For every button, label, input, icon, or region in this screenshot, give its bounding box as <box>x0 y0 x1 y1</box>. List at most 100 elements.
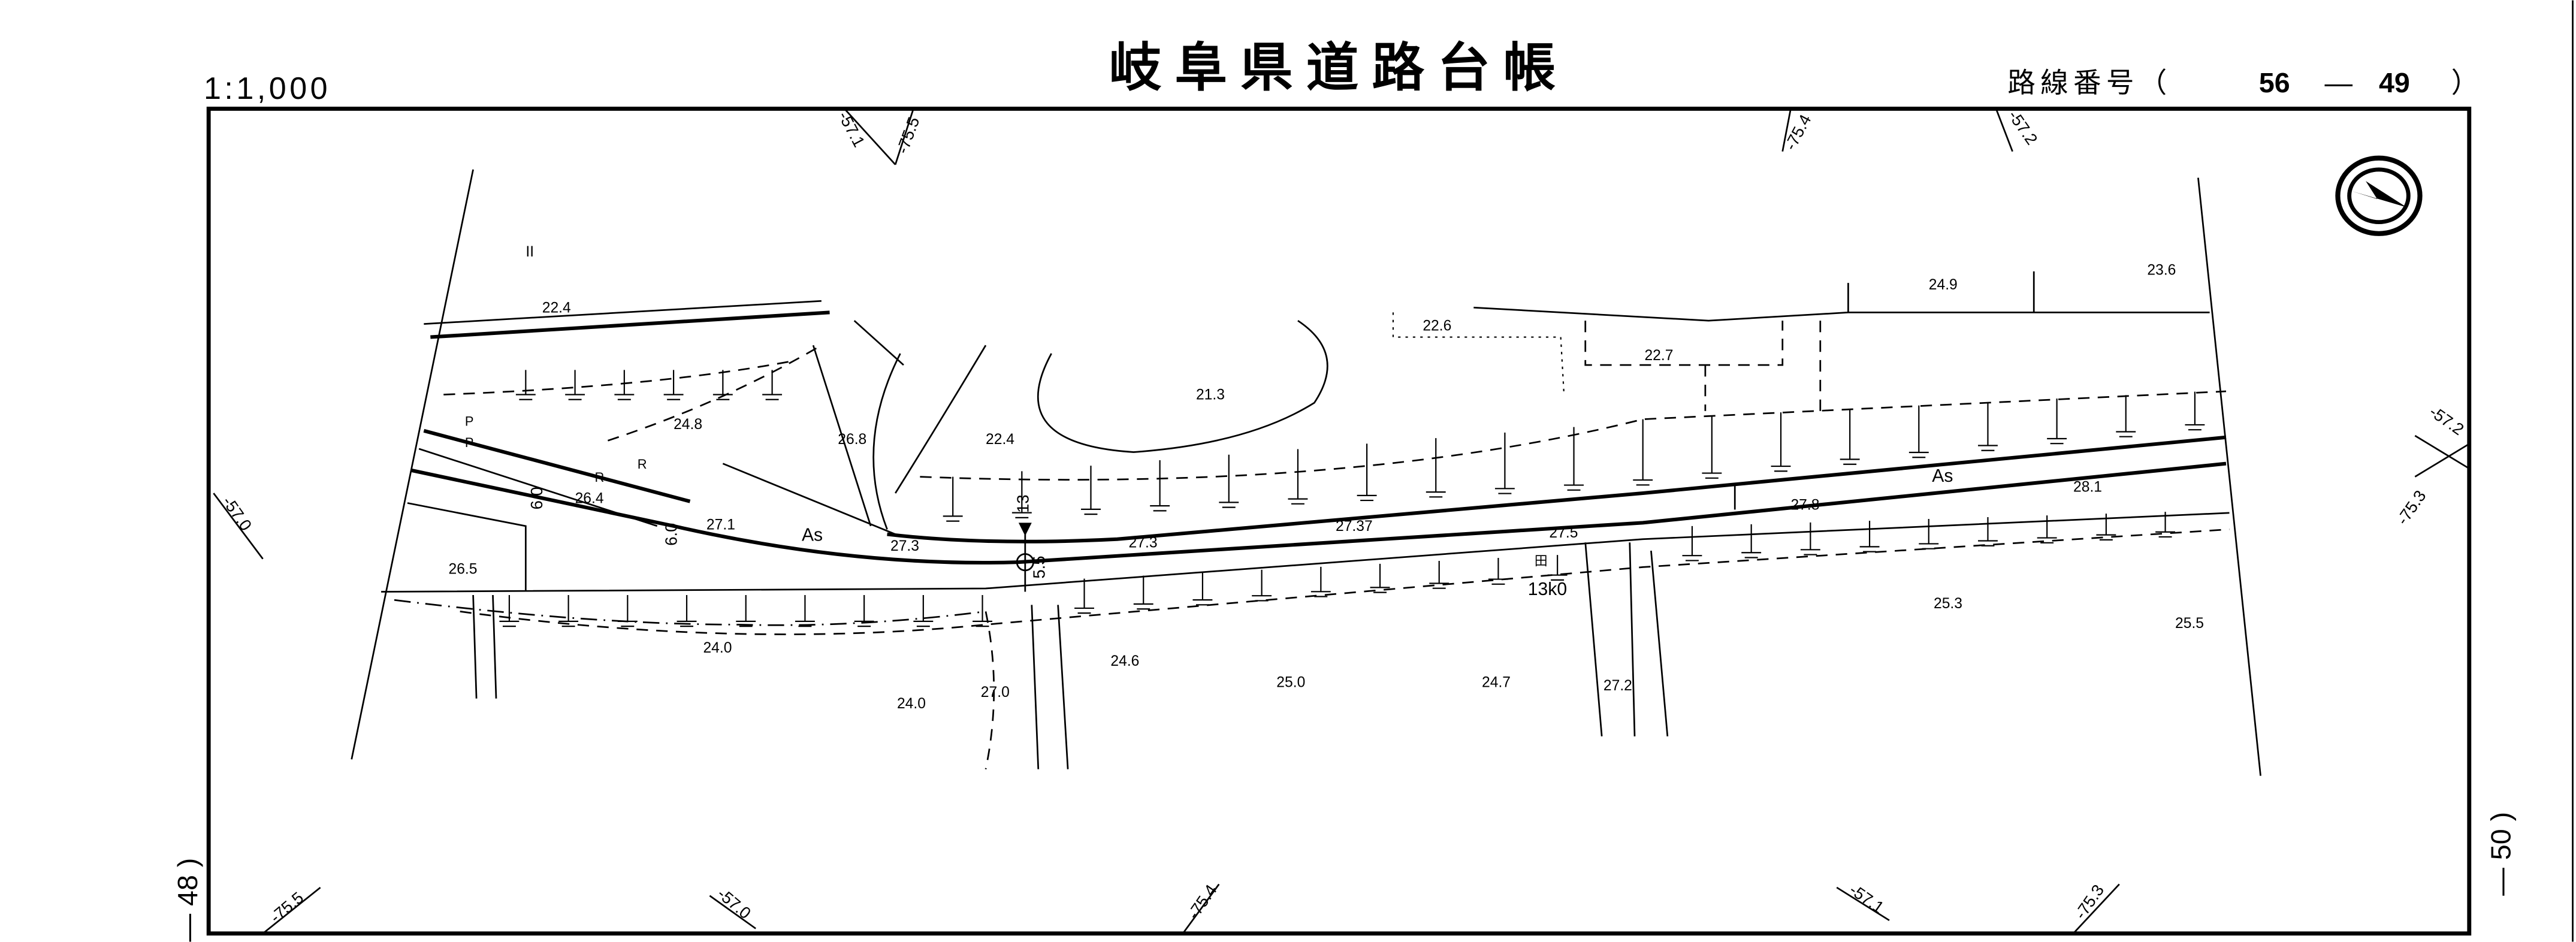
elevation-label: 28.1 <box>2073 479 2102 495</box>
slope-tick <box>617 594 638 627</box>
slope-tick <box>2047 398 2067 445</box>
grid-label: -75.5 <box>267 888 307 926</box>
sheet-number-left: — 48 ) <box>172 858 203 942</box>
slope-tick <box>1908 405 1929 458</box>
elevation-label: 26.8 <box>838 431 866 448</box>
elevation-label: 26.4 <box>575 490 604 506</box>
p-label: P <box>465 414 474 429</box>
elevation-label: 22.4 <box>542 300 571 316</box>
slope-tick <box>1682 526 1702 561</box>
grid-label: -75.5 <box>893 114 923 156</box>
slope-tick <box>2037 515 2057 544</box>
route-number: 路線番号（ 56 — 49 ） <box>2007 67 2479 98</box>
grid-crosses <box>213 108 2470 934</box>
slope-tick <box>614 370 635 400</box>
slope-tick <box>913 594 934 627</box>
map-frame <box>206 107 2472 936</box>
annotations: As As 13k0 田 6.0 6.0 5.5 13 P P R R II <box>465 244 1953 599</box>
slope-tick <box>1702 415 1722 479</box>
width-label: 6.0 <box>662 523 681 546</box>
slope-tick <box>1219 454 1239 508</box>
elevation-label: 27.0 <box>981 684 1010 701</box>
surface-label: As <box>1932 466 1953 486</box>
elevation-label: 25.5 <box>2175 615 2204 632</box>
grid-label: -57.1 <box>1846 880 1888 917</box>
elevation-label: 22.7 <box>1644 348 1673 364</box>
slope-tick <box>1429 560 1449 589</box>
slope-tick <box>2185 391 2205 431</box>
grid-label: -57.0 <box>714 884 755 923</box>
slope-tick <box>1074 578 1094 614</box>
route-number-a: 56 <box>2259 67 2290 98</box>
elevation-label: 21.3 <box>1196 387 1225 403</box>
sheet-number-right: — 50 ) <box>2485 812 2516 896</box>
surface-label: As <box>802 526 823 545</box>
elevation-label: 27.2 <box>1603 678 1632 694</box>
slope-tick <box>1288 449 1308 505</box>
width-label: 5.5 <box>1030 555 1049 578</box>
route-number-close: ） <box>2451 67 2480 98</box>
elevation-label: 27.3 <box>890 538 919 554</box>
elevation-label: 24.7 <box>1482 675 1511 691</box>
slope-tick <box>2155 512 2176 538</box>
north-arrow-icon <box>2335 155 2423 236</box>
slope-tick <box>2096 514 2116 541</box>
slope-tick <box>1978 517 1998 547</box>
elevation-label: 27.3 <box>1129 535 1158 551</box>
slope-tick <box>565 370 585 400</box>
slope-tick <box>1840 409 1860 465</box>
grid-label: -57.2 <box>2426 402 2468 439</box>
elevation-labels: 22.4 24.8 26.8 22.4 21.3 22.6 22.7 24.9 … <box>448 262 2204 712</box>
elevation-label: 24.0 <box>703 640 732 656</box>
station-label: 13 <box>1013 494 1032 512</box>
slope-tick <box>1192 572 1213 606</box>
elevation-label: 24.0 <box>897 696 926 712</box>
elevation-label: 24.6 <box>1110 653 1139 669</box>
elevation-label: 27.1 <box>706 517 735 533</box>
width-label: 6.0 <box>527 487 546 509</box>
slope-tick <box>1547 555 1568 581</box>
marker-label: II <box>526 244 534 260</box>
grid-label: -57.0 <box>219 493 255 534</box>
elevation-label: 24.9 <box>1929 277 1958 293</box>
slope-tick <box>973 594 992 627</box>
elevation-label: 24.8 <box>674 416 702 433</box>
elevation-label: 23.6 <box>2147 262 2176 278</box>
slope-tick <box>943 476 963 522</box>
route-number-sep: — <box>2325 67 2353 98</box>
road-linework <box>351 169 2261 776</box>
slope-tick <box>1357 443 1377 502</box>
slope-tick <box>663 370 684 400</box>
slope-tick <box>1370 563 1390 593</box>
field-symbol: 田 <box>1535 554 1548 569</box>
slope-tick <box>1919 519 1939 550</box>
kilopost-label: 13k0 <box>1528 579 1567 599</box>
p-label: P <box>465 435 474 450</box>
slope-tick <box>1564 427 1584 491</box>
slope-tick <box>1011 471 1032 518</box>
elevation-label: 25.3 <box>1934 596 1962 612</box>
page-title: 岐阜県道路台帳 <box>1109 38 1569 97</box>
elevation-label: 27.8 <box>1790 497 1819 513</box>
slope-tick <box>712 370 733 400</box>
slope-tick <box>1859 520 1880 552</box>
slope-tick <box>677 594 697 627</box>
grid-label: -57.2 <box>2004 107 2041 148</box>
slope-tick <box>1133 575 1153 610</box>
slope-tick <box>1800 522 1820 555</box>
grid-label: -75.4 <box>1183 881 1220 922</box>
scale-label: 1:1,000 <box>204 71 331 106</box>
slope-tick <box>1633 419 1653 486</box>
r-label: R <box>594 470 604 485</box>
slope-tick <box>1252 569 1272 602</box>
elevation-label: 27.5 <box>1549 525 1578 541</box>
elevation-label: 26.5 <box>448 561 477 577</box>
grid-label: -75.3 <box>2393 487 2429 528</box>
slope-tick <box>1426 438 1446 498</box>
slope-tick <box>736 594 756 627</box>
slope-tick <box>1488 558 1508 585</box>
elevation-label: 25.0 <box>1276 675 1305 691</box>
slope-tick <box>515 370 536 400</box>
slope-tick <box>1978 401 1998 451</box>
